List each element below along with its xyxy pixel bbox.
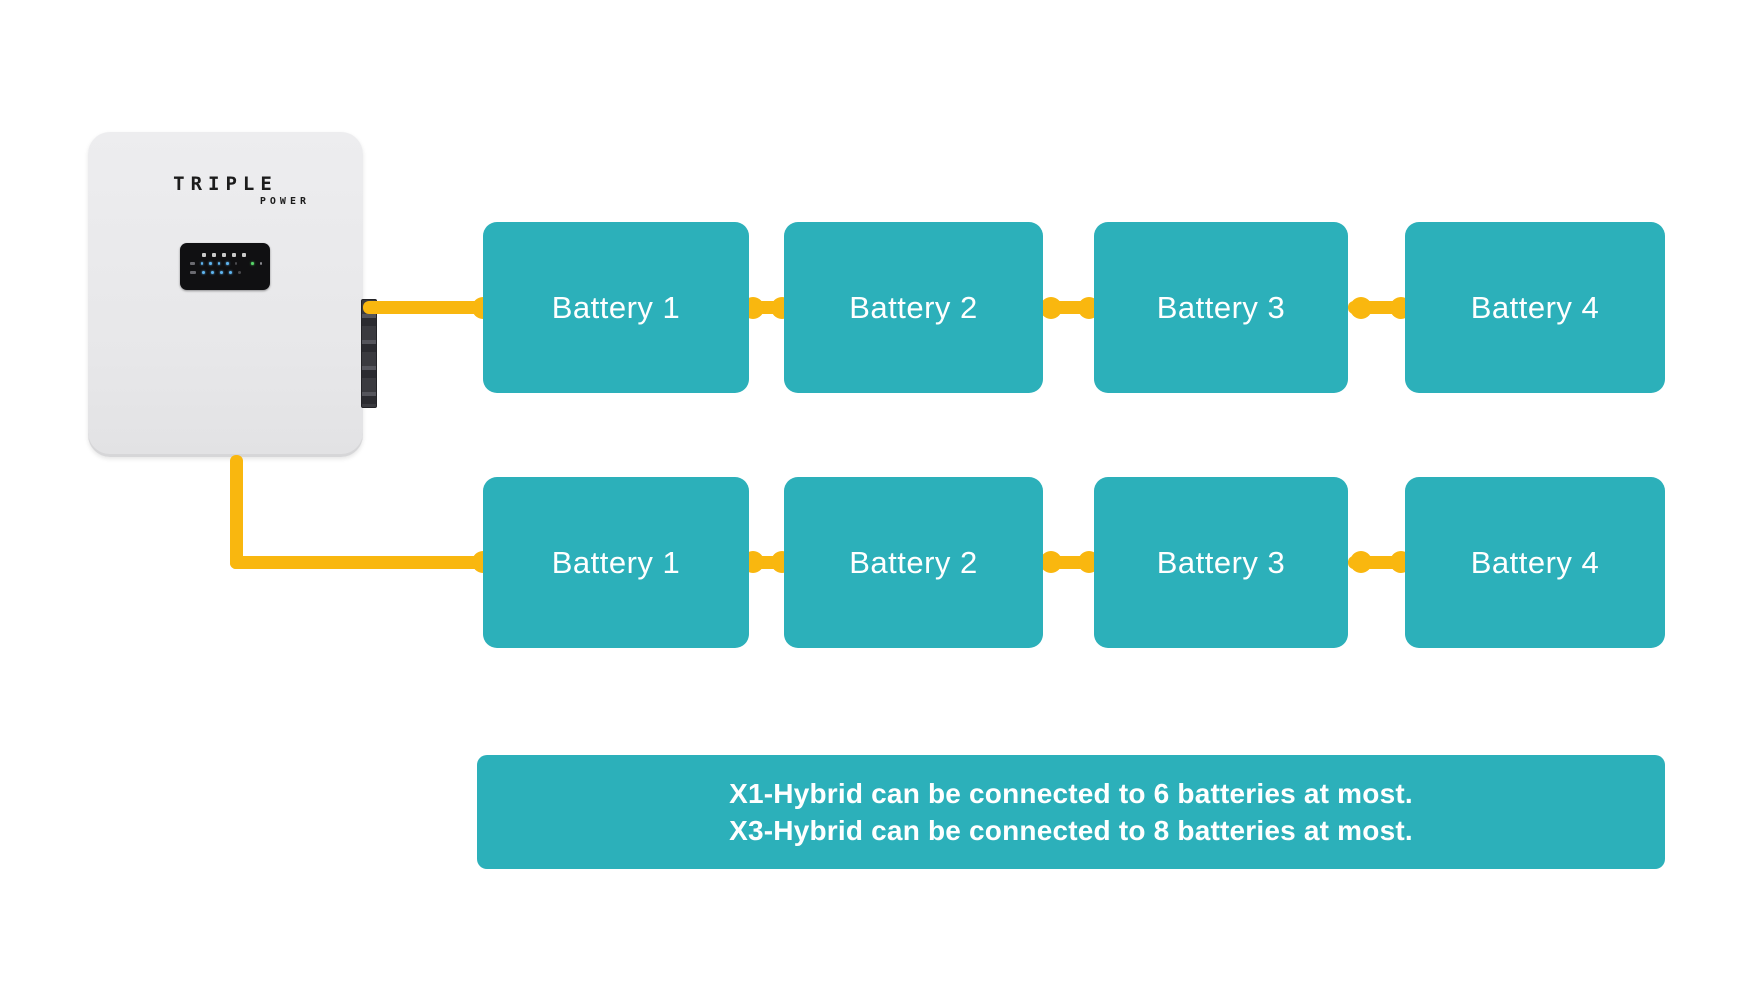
led-indicator (211, 271, 214, 274)
led-row-label (190, 262, 195, 265)
battery-box-row2-4: Battery 4 (1405, 477, 1665, 648)
battery-box-row1-2: Battery 2 (784, 222, 1043, 393)
battery-label: Battery 1 (551, 289, 681, 325)
battery-box-row1-4: Battery 4 (1405, 222, 1665, 393)
led-display-panel (180, 243, 270, 290)
battery-label: Battery 2 (849, 544, 978, 580)
cable-inverter-to-battery1-row2 (230, 556, 483, 569)
brand-logo-triple: TRIPLE (173, 173, 278, 195)
battery-label: Battery 1 (551, 544, 681, 580)
battery-box-row1-3: Battery 3 (1094, 222, 1348, 393)
battery-box-row2-2: Battery 2 (784, 477, 1043, 648)
brand-logo-power: POWER (259, 196, 310, 207)
battery-label: Battery 4 (1470, 289, 1600, 325)
status-icon (242, 252, 246, 257)
battery-box-row2-1: Battery 1 (483, 477, 749, 648)
led-indicator (238, 271, 241, 274)
led-indicator (217, 262, 221, 265)
status-icon (222, 252, 226, 257)
led-indicator (209, 262, 212, 265)
led-icon-row (190, 250, 262, 259)
note-banner: X1-Hybrid can be connected to 6 batterie… (477, 755, 1665, 869)
battery-label: Battery 3 (1156, 544, 1286, 580)
battery-box-row2-3: Battery 3 (1094, 477, 1348, 648)
battery-label: Battery 4 (1470, 544, 1600, 580)
led-indicator (200, 262, 204, 265)
led-row-label (190, 271, 196, 274)
led-indicator (259, 262, 262, 265)
power-led (251, 262, 254, 265)
status-icon (202, 252, 206, 257)
battery-label: Battery 3 (1156, 289, 1286, 325)
led-indicator (220, 271, 223, 274)
led-indicator (202, 271, 205, 274)
battery-terminal-connector (361, 299, 377, 408)
battery-box-row1-1: Battery 1 (483, 222, 749, 393)
cable-node (1350, 551, 1372, 573)
cable-node (1040, 551, 1062, 573)
status-icon (232, 252, 236, 257)
inverter-unit: TRIPLE POWER (88, 132, 363, 457)
note-line-2: X3-Hybrid can be connected to 8 batterie… (729, 815, 1413, 846)
brand-logo: TRIPLE POWER (88, 173, 363, 207)
battery-label: Battery 2 (849, 289, 978, 325)
cable-node (1350, 297, 1372, 319)
led-indicator (226, 262, 229, 265)
led-indicator (234, 262, 238, 265)
note-line-1: X1-Hybrid can be connected to 6 batterie… (729, 778, 1413, 809)
led-row-1 (190, 259, 262, 268)
led-indicator (229, 271, 232, 274)
cable-inverter-to-battery1-row1 (363, 301, 484, 314)
status-icon (212, 252, 216, 257)
led-row-2 (190, 268, 262, 277)
cable-node (1040, 297, 1062, 319)
cable-inverter-down (230, 455, 243, 569)
